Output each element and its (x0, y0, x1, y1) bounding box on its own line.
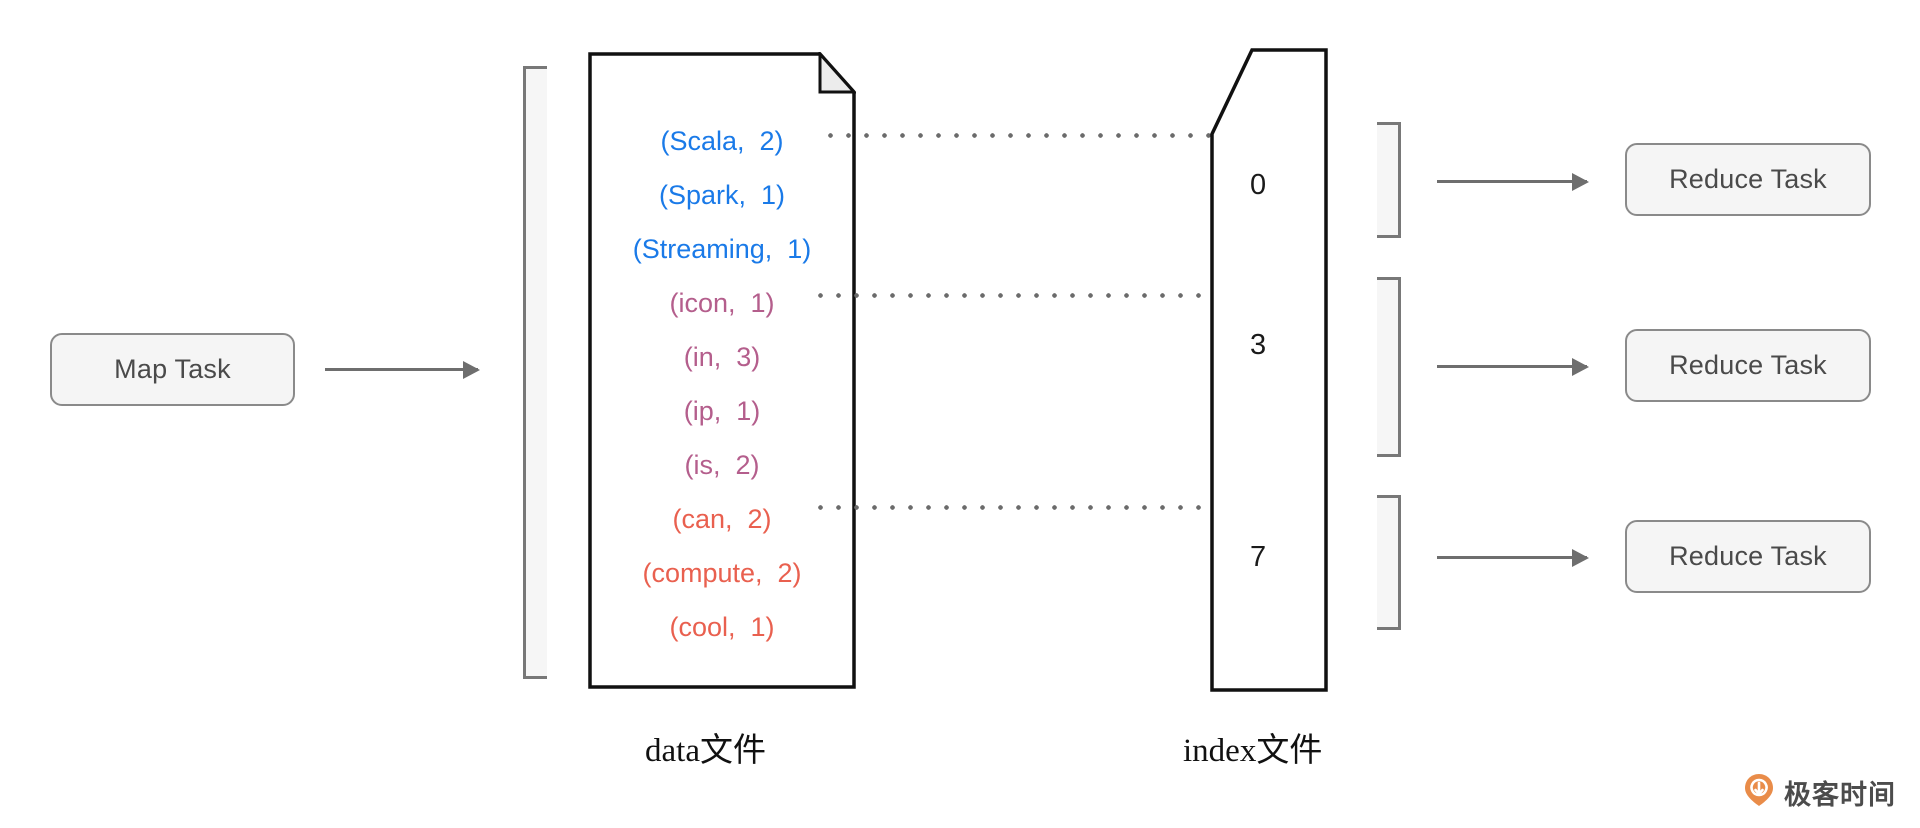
map-task-box[interactable]: Map Task (50, 333, 295, 406)
data-file-shape: (Scala, 2) (Spark, 1) (Streaming, 1) (ic… (588, 52, 856, 689)
data-entry: (is, 2) (684, 450, 760, 480)
index-file-shape: 0 3 7 (1210, 48, 1328, 692)
data-entry: (Streaming, 1) (632, 234, 812, 264)
index-file-caption: index文件 (1183, 733, 1323, 769)
dotted-connector-0 (828, 133, 1240, 138)
data-file-caption: data文件 (645, 733, 766, 769)
data-file-left-bracket (523, 66, 547, 679)
index-offset-value: 3 (1250, 329, 1267, 361)
data-entry: (can, 2) (672, 504, 772, 534)
data-file-entry-list: (Scala, 2) (Spark, 1) (Streaming, 1) (ic… (588, 52, 856, 689)
data-entry: (Scala, 2) (660, 126, 784, 156)
reduce-task-label: Reduce Task (1669, 350, 1827, 380)
reduce-task-box-2[interactable]: Reduce Task (1625, 329, 1871, 402)
watermark: 极客时间 (1743, 773, 1896, 812)
data-entry: (icon, 1) (669, 288, 775, 318)
arrow-to-reduce-3 (1437, 556, 1587, 559)
map-task-label: Map Task (114, 354, 231, 384)
watermark-text: 极客时间 (1784, 780, 1896, 810)
reduce-bracket-1 (1377, 122, 1401, 238)
reduce-task-box-1[interactable]: Reduce Task (1625, 143, 1871, 216)
arrow-to-reduce-2 (1437, 365, 1587, 368)
data-entry: (Spark, 1) (658, 180, 786, 210)
reduce-bracket-3 (1377, 495, 1401, 630)
arrow-map-to-data (325, 368, 478, 371)
arrow-to-reduce-1 (1437, 180, 1587, 183)
dotted-connector-3 (818, 293, 1240, 298)
geektime-logo-icon (1743, 773, 1775, 812)
index-offset-value: 0 (1250, 169, 1267, 201)
data-entry: (compute, 2) (642, 558, 802, 588)
reduce-task-box-3[interactable]: Reduce Task (1625, 520, 1871, 593)
data-entry: (in, 3) (683, 342, 761, 372)
data-entry: (cool, 1) (669, 612, 775, 642)
dotted-connector-7 (818, 505, 1240, 510)
index-offset-value: 7 (1250, 541, 1267, 573)
reduce-task-label: Reduce Task (1669, 541, 1827, 571)
data-entry: (ip, 1) (683, 396, 761, 426)
reduce-task-label: Reduce Task (1669, 164, 1827, 194)
reduce-bracket-2 (1377, 277, 1401, 457)
